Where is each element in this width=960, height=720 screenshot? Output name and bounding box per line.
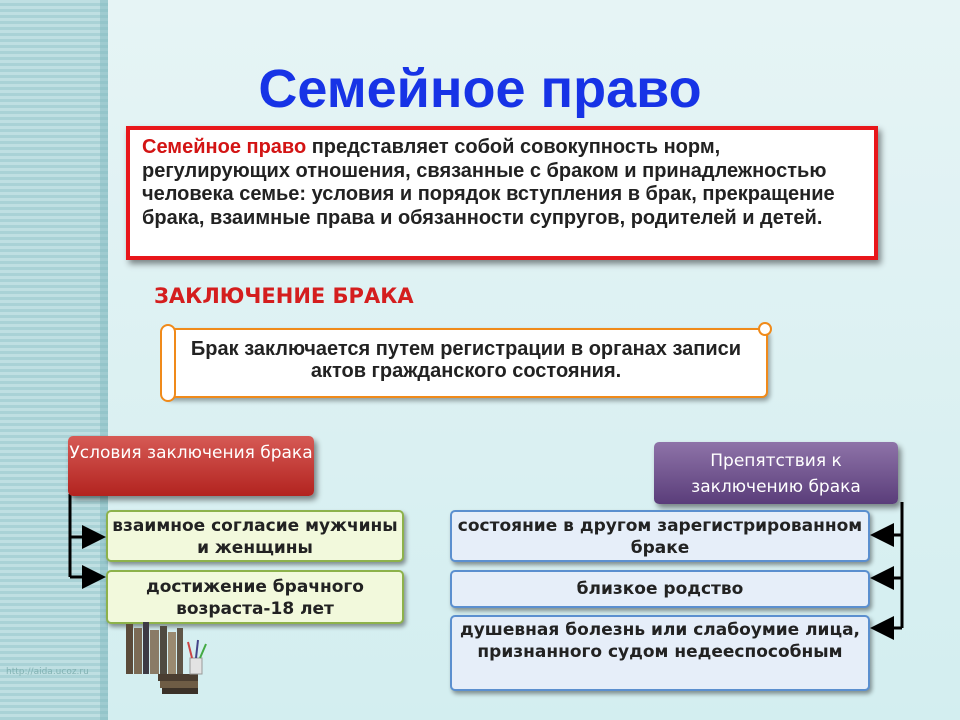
definition-term: Семейное право <box>142 136 307 158</box>
obstacles-header: Препятствия к заключению брака <box>654 442 898 504</box>
marriage-subheading: ЗАКЛЮЧЕНИЕ БРАКА <box>154 284 414 308</box>
books-illustration <box>126 622 207 694</box>
definition-text: Семейное право представляет собой совоку… <box>142 136 866 230</box>
registration-scroll: Брак заключается путем регистрации в орг… <box>160 322 772 402</box>
definition-body: представляет собой совокупность норм, ре… <box>142 136 835 229</box>
stripe-edge <box>100 0 108 720</box>
slide-title: Семейное право <box>258 59 702 119</box>
definition-box: Семейное право представляет собой совоку… <box>126 126 878 260</box>
watermark: http://aida.ucoz.ru <box>6 667 89 677</box>
conditions-header: Условия заключения брака <box>68 436 314 496</box>
scroll-curl-right <box>758 322 772 336</box>
condition-item-age: достижение брачного возраста-18 лет <box>106 570 404 624</box>
scroll-curl-left <box>160 324 176 402</box>
decorative-stripe <box>0 0 108 720</box>
registration-text: Брак заключается путем регистрации в орг… <box>190 338 742 382</box>
condition-item-consent: взаимное согласие мужчины и женщины <box>106 510 404 562</box>
obstacle-item-existing-marriage: состояние в другом зарегистрированном бр… <box>450 510 870 562</box>
obstacle-item-incapacity: душевная болезнь или слабоумие лица, при… <box>450 615 870 691</box>
obstacle-item-kinship: близкое родство <box>450 570 870 608</box>
